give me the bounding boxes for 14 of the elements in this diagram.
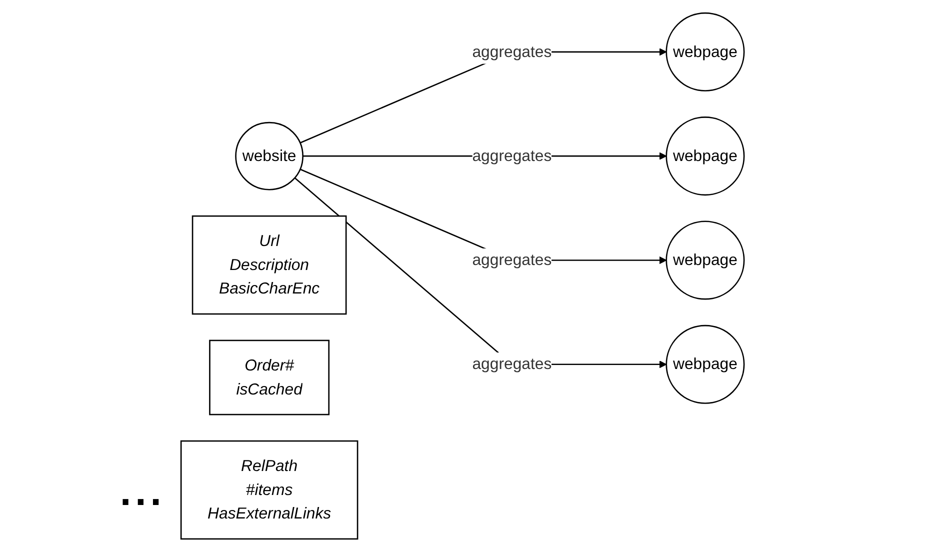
node-circle: webpage xyxy=(666,116,745,196)
node-circle: webpage xyxy=(666,12,745,91)
node-box: Url Description BasicCharEnc xyxy=(192,214,347,314)
node-circle: website xyxy=(235,121,304,190)
arrow xyxy=(294,176,667,368)
edge-label: aggregates xyxy=(472,354,552,372)
edge-label: aggregates xyxy=(472,146,552,164)
ellipsis-mark: ... xyxy=(120,470,166,515)
node-circle: webpage xyxy=(666,220,745,300)
edge-label: aggregates xyxy=(472,250,552,268)
node-box: Order# isCached xyxy=(209,339,330,415)
node-box: RelPath #items HasExternalLinks xyxy=(180,440,358,540)
node-circle: webpage xyxy=(666,324,745,404)
edge-label: aggregates xyxy=(472,42,552,60)
